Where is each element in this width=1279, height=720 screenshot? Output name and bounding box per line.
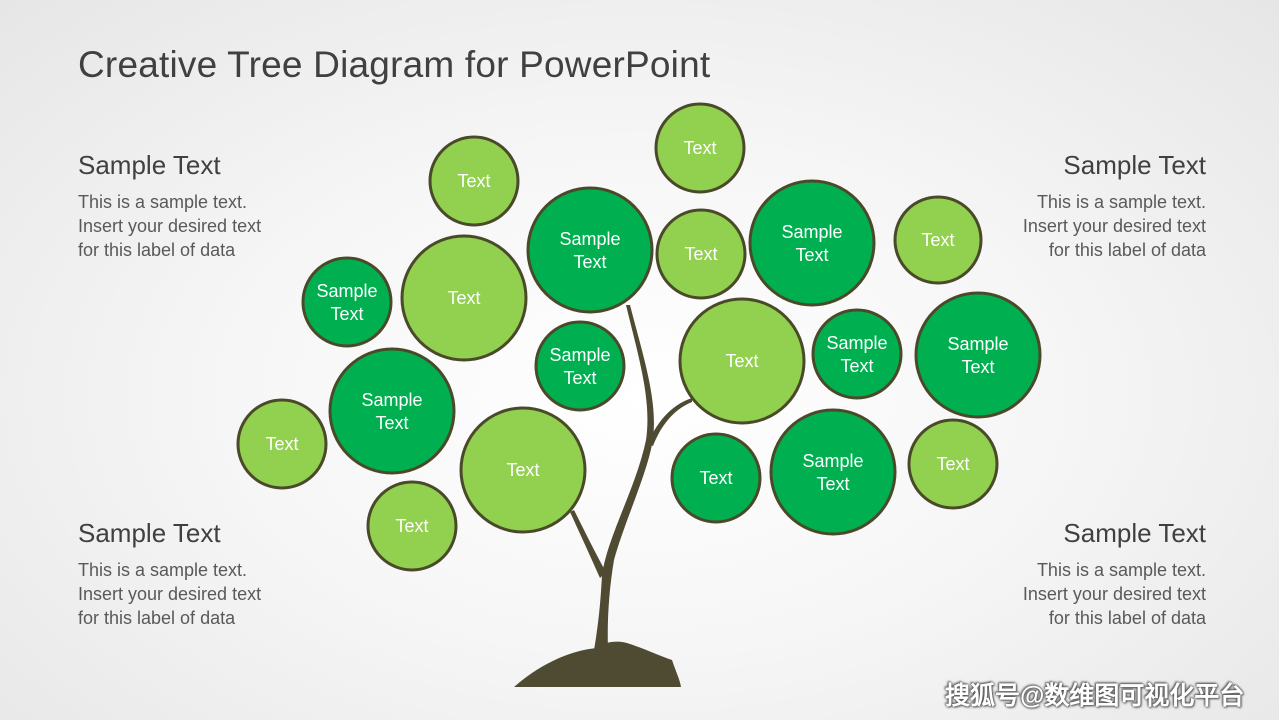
trunk-branch-left (570, 510, 606, 578)
leaf-circle (914, 291, 1042, 419)
leaf-label: Text (506, 460, 539, 480)
leaf-circle (654, 102, 746, 194)
leaf-node: Text (893, 195, 983, 285)
leaf-label: Text (684, 244, 717, 264)
leaf-label: Text (265, 434, 298, 454)
leaf-circle (655, 208, 747, 300)
leaf-label: Text (921, 230, 954, 250)
text-block-bottom-left: Sample Text This is a sample text. Inser… (78, 518, 278, 630)
watermark: 搜狐号@数维图可视化平台 (945, 682, 1245, 710)
leaf-node: Text (678, 297, 806, 425)
text-block-heading: Sample Text (78, 518, 221, 548)
leaf-circle (748, 179, 876, 307)
leaf-node: Text (400, 234, 528, 362)
slide-title: Creative Tree Diagram for PowerPoint (78, 44, 711, 85)
text-block-bottom-right: Sample Text This is a sample text. Inser… (1006, 518, 1206, 630)
ground-mound (514, 641, 681, 687)
leaf-circle (811, 308, 903, 400)
leaf-circle (428, 135, 520, 227)
text-block-body: This is a sample text. Insert your desir… (1022, 560, 1206, 628)
leaf-label: Text (447, 288, 480, 308)
text-block-body: This is a sample text. Insert your desir… (78, 560, 262, 628)
leaf-node: Text (655, 208, 747, 300)
leaf-circle (459, 406, 587, 534)
text-block-body: This is a sample text. Insert your desir… (78, 192, 262, 260)
leaf-circle (526, 186, 654, 314)
leaf-label: Text (395, 516, 428, 536)
leaf-label: Text (683, 138, 716, 158)
leaf-circle (907, 418, 999, 510)
leaf-node: Text (366, 480, 458, 572)
leaf-node: Text (670, 432, 762, 524)
leaf-circle (893, 195, 983, 285)
leaf-label: Text (699, 468, 732, 488)
leaf-label: Text (936, 454, 969, 474)
leaf-circle (236, 398, 328, 490)
leaf-circle (366, 480, 458, 572)
leaf-node: Text (907, 418, 999, 510)
trunk-main (594, 305, 654, 650)
leaf-node: Text (428, 135, 520, 227)
trunk-branch-right (648, 398, 692, 446)
tree-trunk (514, 305, 692, 687)
leaf-circle (670, 432, 762, 524)
leaf-node: Text (459, 406, 587, 534)
leaf-circle (301, 256, 393, 348)
text-block-heading: Sample Text (78, 150, 221, 180)
text-block-top-left: Sample Text This is a sample text. Inser… (78, 150, 278, 262)
leaf-circle (678, 297, 806, 425)
leaf-circle (328, 347, 456, 475)
leaf-circle (400, 234, 528, 362)
leaf-circle (769, 408, 897, 536)
leaf-node: Text (654, 102, 746, 194)
leaf-label: Text (725, 351, 758, 371)
leaf-circle (534, 320, 626, 412)
text-block-top-right: Sample Text This is a sample text. Inser… (1006, 150, 1206, 262)
leaf-label: Text (457, 171, 490, 191)
leaf-node: Text (236, 398, 328, 490)
text-block-body: This is a sample text. Insert your desir… (1022, 192, 1206, 260)
text-block-heading: Sample Text (1063, 150, 1206, 180)
text-block-heading: Sample Text (1063, 518, 1206, 548)
